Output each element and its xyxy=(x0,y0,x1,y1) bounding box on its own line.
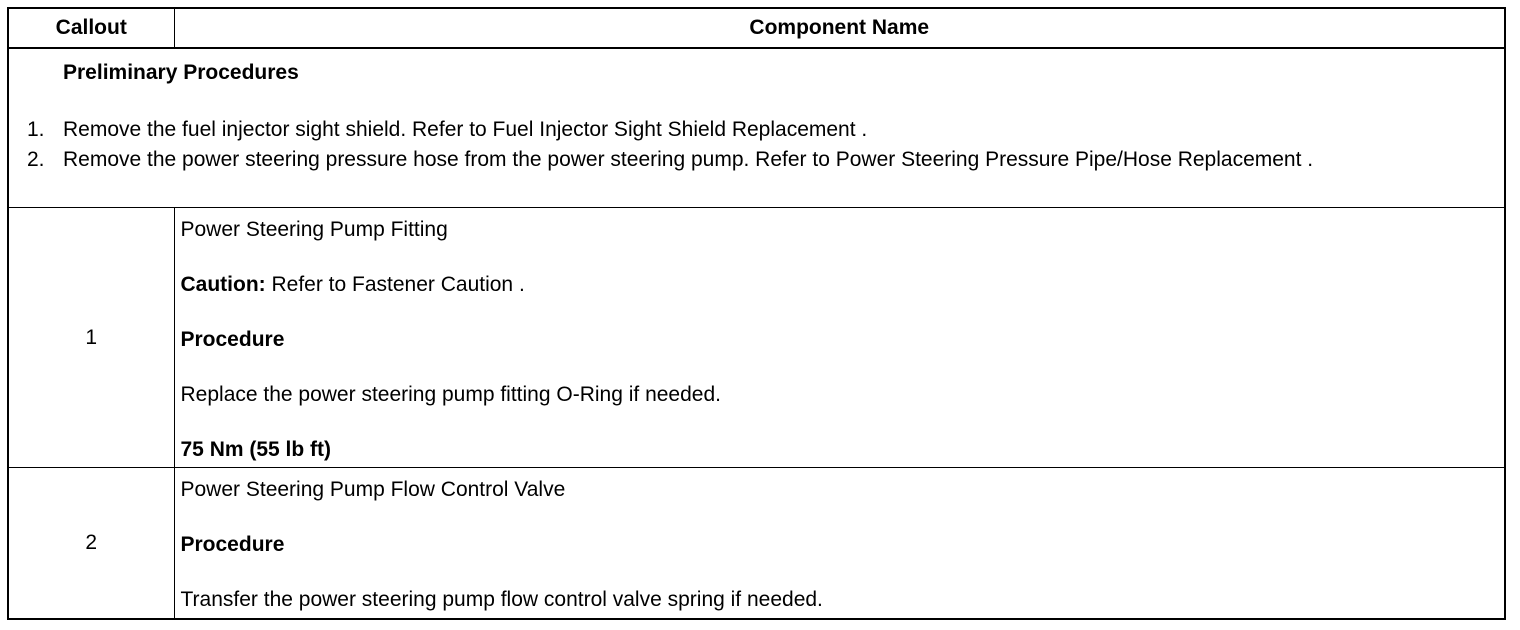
component-cell: Power Steering Pump Flow Control Valve P… xyxy=(173,467,1506,619)
preliminary-steps: 1. Remove the fuel injector sight shield… xyxy=(9,115,1504,175)
caution-text: Refer to Fastener Caution . xyxy=(265,273,525,296)
header-component-name: Component Name xyxy=(173,7,1506,49)
procedure-text: Transfer the power steering pump flow co… xyxy=(180,588,823,611)
step-text: Remove the power steering pressure hose … xyxy=(63,148,1314,171)
procedure-heading: Procedure xyxy=(180,328,285,351)
procedure-text: Replace the power steering pump fitting … xyxy=(180,383,721,406)
component-name: Power Steering Pump Fitting xyxy=(180,218,448,241)
caution-label: Caution: xyxy=(180,273,266,296)
procedure-heading: Procedure xyxy=(180,533,285,556)
torque-spec: 75 Nm (55 lb ft) xyxy=(180,438,332,461)
step-number: 1. xyxy=(27,118,45,141)
preliminary-cell: Preliminary Procedures 1. Remove the fue… xyxy=(7,47,1506,208)
header-callout: Callout xyxy=(7,7,175,49)
table-row: 1 Power Steering Pump Fitting Caution: R… xyxy=(7,207,1506,468)
component-cell: Power Steering Pump Fitting Caution: Ref… xyxy=(173,207,1506,468)
component-name: Power Steering Pump Flow Control Valve xyxy=(180,478,566,501)
header-row: Callout Component Name xyxy=(7,7,1506,49)
step-number: 2. xyxy=(27,148,45,171)
step-text: Remove the fuel injector sight shield. R… xyxy=(63,118,868,141)
preliminary-row: Preliminary Procedures 1. Remove the fue… xyxy=(7,47,1506,208)
callout-cell: 1 xyxy=(7,207,175,468)
callout-cell: 2 xyxy=(7,467,175,619)
caution-line: Caution: Refer to Fastener Caution . xyxy=(181,273,1505,297)
table-row: 2 Power Steering Pump Flow Control Valve… xyxy=(7,467,1506,619)
step-item: 2. Remove the power steering pressure ho… xyxy=(9,145,1504,175)
component-table: Callout Component Name Preliminary Proce… xyxy=(7,7,1506,620)
preliminary-title: Preliminary Procedures xyxy=(63,61,299,84)
step-item: 1. Remove the fuel injector sight shield… xyxy=(9,115,1504,145)
